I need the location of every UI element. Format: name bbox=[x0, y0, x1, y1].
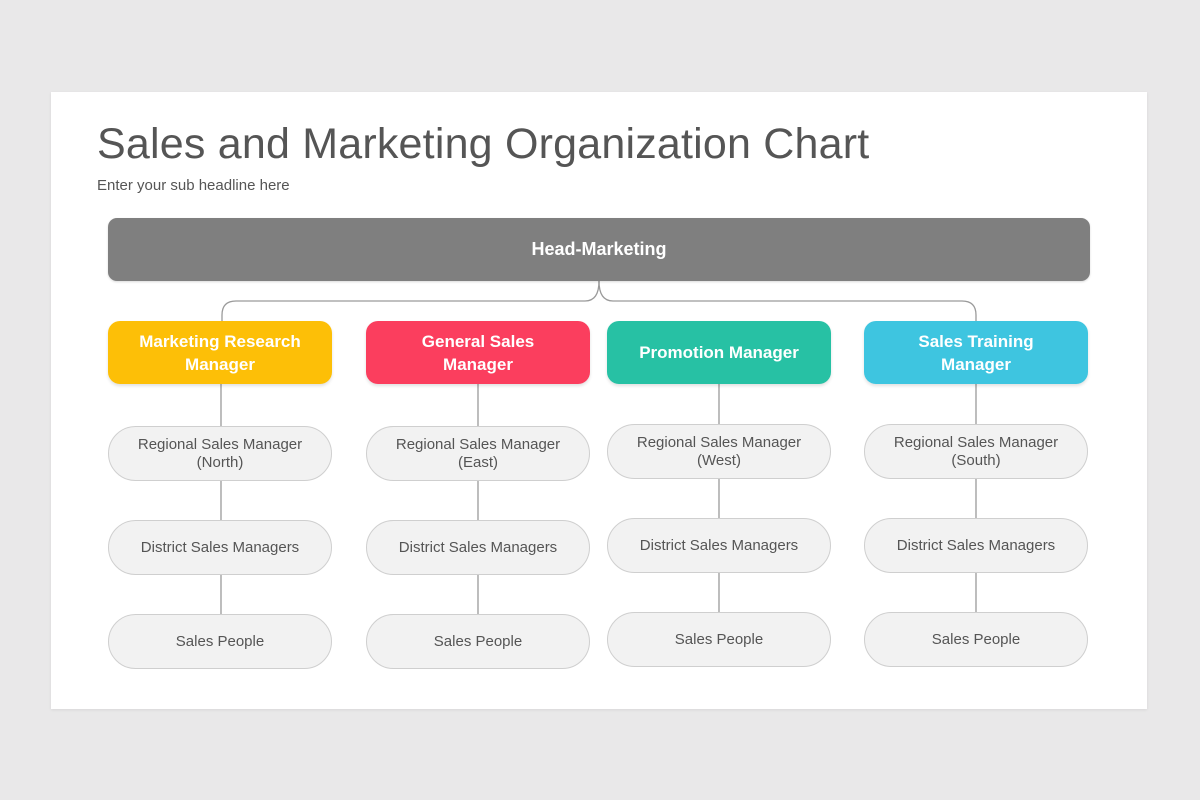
role-label: District Sales Managers bbox=[398, 538, 558, 556]
role-box-regional-north: Regional Sales Manager (North) bbox=[108, 426, 332, 481]
slide-canvas bbox=[51, 92, 1147, 709]
role-label: Regional Sales Manager (North) bbox=[137, 435, 303, 471]
role-box-sales-people-1: Sales People bbox=[108, 614, 332, 669]
role-label: District Sales Managers bbox=[639, 536, 799, 554]
role-box-regional-east: Regional Sales Manager (East) bbox=[366, 426, 590, 481]
role-label: District Sales Managers bbox=[896, 536, 1056, 554]
role-box-sales-people-3: Sales People bbox=[607, 612, 831, 667]
role-box-regional-west: Regional Sales Manager (West) bbox=[607, 424, 831, 479]
role-box-district-2: District Sales Managers bbox=[366, 520, 590, 575]
page-subtitle: Enter your sub headline here bbox=[97, 177, 290, 194]
role-box-sales-people-4: Sales People bbox=[864, 612, 1088, 667]
role-label: Sales People bbox=[175, 632, 265, 650]
role-label: Regional Sales Manager (East) bbox=[395, 435, 561, 471]
manager-box-promotion: Promotion Manager bbox=[607, 321, 831, 384]
role-label: District Sales Managers bbox=[140, 538, 300, 556]
head-marketing-box: Head-Marketing bbox=[108, 218, 1090, 281]
page-title: Sales and Marketing Organization Chart bbox=[97, 120, 870, 168]
manager-label: Promotion Manager bbox=[639, 343, 799, 362]
manager-box-marketing-research: Marketing Research Manager bbox=[108, 321, 332, 384]
manager-label: General Sales Manager bbox=[421, 331, 535, 374]
role-label: Regional Sales Manager (West) bbox=[636, 433, 802, 469]
manager-box-general-sales: General Sales Manager bbox=[366, 321, 590, 384]
role-box-regional-south: Regional Sales Manager (South) bbox=[864, 424, 1088, 479]
role-label: Regional Sales Manager (South) bbox=[893, 433, 1059, 469]
role-box-district-1: District Sales Managers bbox=[108, 520, 332, 575]
role-box-district-4: District Sales Managers bbox=[864, 518, 1088, 573]
role-box-sales-people-2: Sales People bbox=[366, 614, 590, 669]
role-label: Sales People bbox=[931, 630, 1021, 648]
role-label: Sales People bbox=[674, 630, 764, 648]
manager-label: Sales Training Manager bbox=[918, 331, 1034, 374]
head-marketing-label: Head-Marketing bbox=[531, 239, 667, 259]
role-label: Sales People bbox=[433, 632, 523, 650]
manager-box-sales-training: Sales Training Manager bbox=[864, 321, 1088, 384]
role-box-district-3: District Sales Managers bbox=[607, 518, 831, 573]
manager-label: Marketing Research Manager bbox=[139, 331, 301, 374]
